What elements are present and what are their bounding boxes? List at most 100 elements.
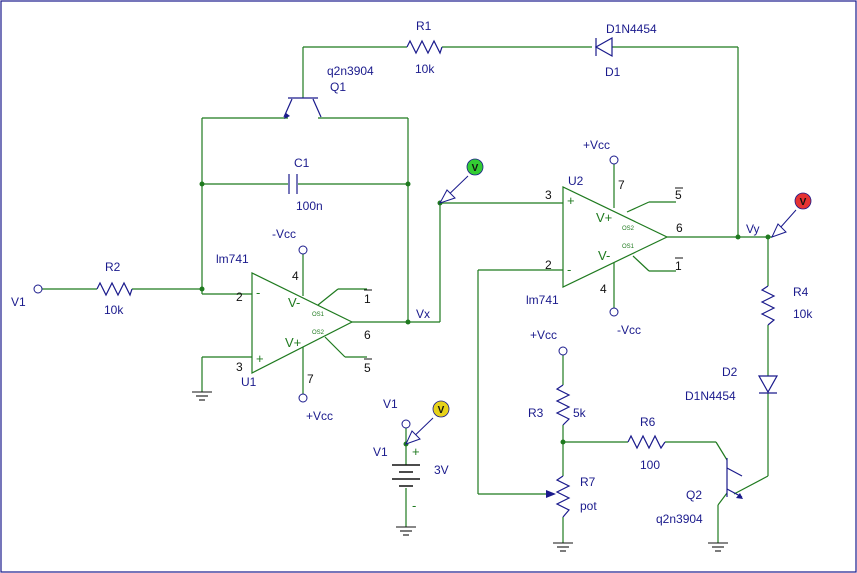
d2-ref: D2: [722, 365, 738, 379]
c1-label: C1: [294, 156, 310, 170]
diode-d2-symbol: [757, 375, 779, 394]
u2-vneg-supply: -Vcc: [617, 323, 641, 337]
u2-minus-sign: -: [567, 262, 571, 277]
r3-label: R3: [528, 406, 544, 420]
u1-pin-2: 2: [236, 290, 243, 304]
v1-source-value: 3V: [434, 463, 449, 477]
v1-probe-circle: [432, 400, 450, 418]
opamp-u2-symbol: [562, 186, 669, 288]
u1-os1-label: OS1: [312, 312, 325, 318]
r3-supply: +Vcc: [530, 328, 557, 342]
u2-pin-7: 7: [618, 178, 625, 192]
u1-pin-4: 4: [292, 269, 299, 283]
ground-v1: [396, 526, 416, 536]
vy-probe-marker[interactable]: V: [771, 192, 812, 238]
vy-probe-circle: [794, 192, 812, 210]
r4-symbol: [760, 285, 776, 326]
u2-os2-label: OS2: [622, 226, 635, 232]
u2-pin-labels: 3 2 7 4 6 5 1 + - V+ V- OS2 OS1: [545, 178, 683, 296]
v1-source-minus: -: [412, 498, 416, 513]
u1-ref: U1: [241, 375, 257, 389]
u1-vpos-supply: +Vcc: [306, 409, 333, 423]
opamp-u1-symbol: [251, 272, 354, 374]
transistor-q1-symbol: [283, 97, 322, 119]
u2-ref: U2: [568, 174, 584, 188]
r3-value: 5k: [573, 406, 587, 420]
ground-u1: [192, 391, 212, 401]
u2-pin-5: 5: [675, 188, 682, 202]
u2-vplus-label: V+: [596, 210, 612, 225]
u1-minus-sign: -: [256, 285, 260, 300]
u2-vminus-label: V-: [598, 248, 610, 263]
u2-os1-label: OS1: [622, 244, 635, 250]
u2-pin-1: 1: [675, 259, 682, 273]
r1-symbol: [406, 39, 443, 55]
vx-probe-letter: V: [472, 163, 479, 174]
u1-plus-sign: +: [256, 351, 264, 366]
transistor-q2-symbol: [726, 458, 743, 499]
v1-source-top-label: V1: [383, 397, 398, 411]
r7-wiper-arrow: [546, 490, 556, 498]
r4-label: R4: [793, 285, 809, 299]
u2-pin-4: 4: [600, 282, 607, 296]
u1-pin-5: 5: [364, 361, 371, 375]
ground-r7: [553, 542, 573, 552]
battery-v1-symbol: [392, 464, 420, 487]
r7-label: R7: [580, 475, 596, 489]
d1-ref: D1: [605, 65, 621, 79]
u1-pin-labels: 2 3 4 7 6 1 5 - + V- V+ OS1 OS2: [236, 269, 372, 386]
ground-q2: [708, 542, 728, 552]
capacitor-c1-symbol: [288, 174, 298, 194]
u2-model: lm741: [526, 293, 559, 307]
vx-net-label: Vx: [416, 307, 430, 321]
u1-pin-6: 6: [364, 328, 371, 342]
u1-pin-3: 3: [236, 360, 243, 374]
q2-ref: Q2: [686, 488, 702, 502]
u1-pin-1: 1: [364, 292, 371, 306]
d2-model: D1N4454: [685, 389, 736, 403]
u1-vplus-label: V+: [285, 335, 301, 350]
r7-symbol: [555, 475, 571, 518]
u1-vneg-supply: -Vcc: [272, 227, 296, 241]
resistor-symbols: [96, 39, 776, 518]
r2-label: R2: [105, 260, 121, 274]
r1-label: R1: [416, 19, 432, 33]
q1-ref: Q1: [330, 80, 346, 94]
component-labels: R1 10k D1N4454 D1 q2n3904 Q1 C1 100n R2 …: [11, 19, 813, 526]
u2-pin-3: 3: [545, 188, 552, 202]
u2-vpos-supply: +Vcc: [583, 138, 610, 152]
vy-net-label: Vy: [746, 222, 760, 236]
wires: [42, 46, 772, 543]
q2-model: q2n3904: [656, 512, 703, 526]
vy-probe-letter: V: [800, 197, 807, 208]
d1-model: D1N4454: [606, 22, 657, 36]
r1-value: 10k: [415, 62, 435, 76]
vx-probe-circle: [466, 158, 484, 176]
v1-source-plus: +: [412, 444, 420, 459]
v1-input-label: V1: [11, 295, 26, 309]
r6-symbol: [627, 434, 666, 450]
u2-pin-6: 6: [676, 221, 683, 235]
u1-vminus-label: V-: [288, 295, 300, 310]
u1-os2-label: OS2: [312, 330, 325, 336]
r2-symbol: [96, 281, 133, 297]
r6-label: R6: [640, 415, 656, 429]
u1-pin-7: 7: [307, 372, 314, 386]
ground-symbols: [192, 391, 728, 552]
diode-d1-symbol: [594, 36, 613, 58]
v1-probe-marker[interactable]: V: [405, 400, 450, 445]
v1-probe-letter: V: [438, 405, 445, 416]
v1-source-label: V1: [373, 445, 388, 459]
r3-symbol: [555, 384, 571, 426]
q1-model: q2n3904: [327, 64, 374, 78]
r2-value: 10k: [104, 303, 124, 317]
r7-value: pot: [580, 499, 597, 513]
c1-value: 100n: [296, 199, 323, 213]
u1-model: lm741: [216, 252, 249, 266]
terminals: [33, 155, 619, 429]
u2-plus-sign: +: [567, 193, 575, 208]
vx-probe-marker[interactable]: V: [438, 158, 484, 204]
